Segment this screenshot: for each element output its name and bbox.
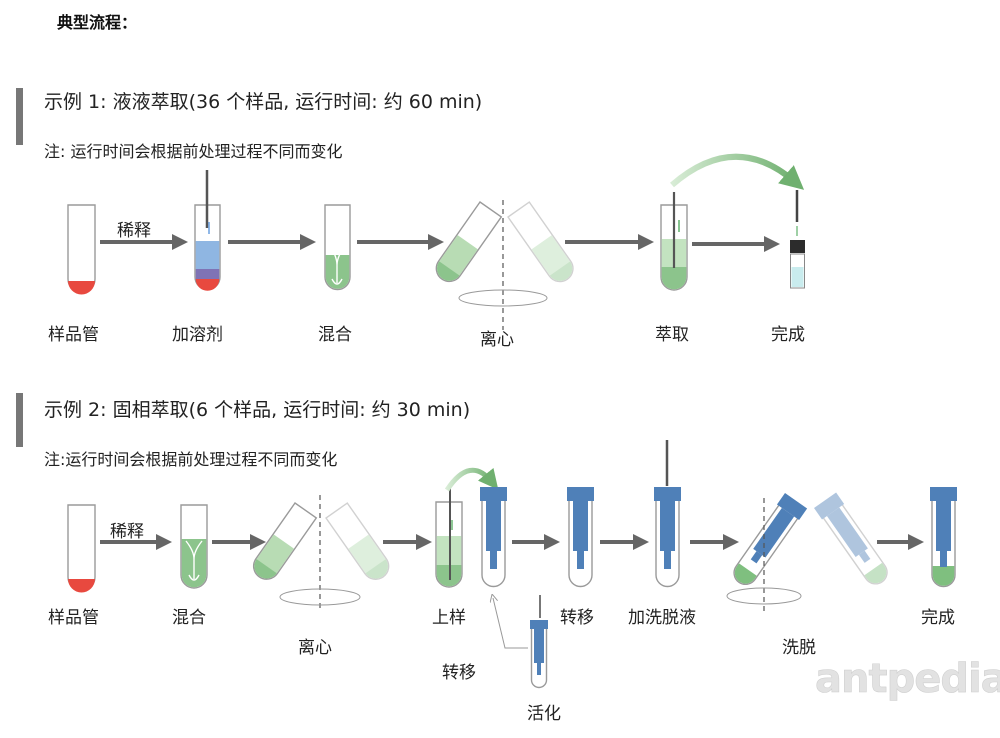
sub-step-label: 活化 <box>527 704 561 724</box>
section-bar <box>16 88 23 145</box>
step-label: 洗脱 <box>782 638 816 658</box>
arrow-label-dilute: 稀释 <box>110 522 144 542</box>
done-tube <box>930 487 957 588</box>
step-label: 混合 <box>318 325 352 345</box>
example2-note: 注:运行时间会根据前处理过程不同而变化 <box>44 450 337 469</box>
sample-tube <box>67 504 96 593</box>
elution-tube-right <box>814 492 888 585</box>
step-label: 萃取 <box>655 325 689 345</box>
example1-heading: 示例 1: 液液萃取(36 个样品, 运行时间: 约 60 min) <box>44 91 482 113</box>
spe-cartridge-tube <box>654 487 681 588</box>
sample-tube <box>67 204 96 295</box>
watermark-logo: antpedia <box>815 656 1000 702</box>
mix-tube <box>180 504 208 589</box>
solvent-tube <box>194 204 221 291</box>
swirl-icon <box>185 540 203 581</box>
centrifuge-tube-right <box>507 201 574 283</box>
swirl-icon <box>329 244 346 285</box>
step-label: 样品管 <box>48 325 99 345</box>
step-label: 离心 <box>480 330 514 350</box>
step-label: 离心 <box>298 638 332 658</box>
transfer-arc-arrow <box>670 153 805 190</box>
step-label: 完成 <box>771 325 805 345</box>
centrifuge-tube-right <box>325 502 390 580</box>
mix-tube <box>324 204 351 291</box>
spe-cartridge-tube <box>567 487 594 588</box>
step-label: 混合 <box>172 608 206 628</box>
result-vial <box>790 240 805 289</box>
section-bar <box>16 393 23 447</box>
rotation-icon <box>726 587 802 605</box>
elution-tube-left <box>733 493 808 586</box>
step-label: 完成 <box>921 608 955 628</box>
spe-cartridge-tube <box>480 487 507 588</box>
transfer-arrow <box>493 598 528 649</box>
step-label: 上样 <box>432 608 466 628</box>
centrifuge-tube-left <box>252 502 318 580</box>
step-label: 转移 <box>560 608 594 628</box>
step-label: 样品管 <box>48 608 99 628</box>
example2-heading: 示例 2: 固相萃取(6 个样品, 运行时间: 约 30 min) <box>44 399 470 421</box>
step-label: 加溶剂 <box>172 325 223 345</box>
sub-step-label: 转移 <box>442 663 476 683</box>
centrifuge-tube-left <box>435 201 503 283</box>
example1-note: 注: 运行时间会根据前处理过程不同而变化 <box>44 142 342 161</box>
rotation-icon <box>458 289 548 307</box>
page-title: 典型流程： <box>57 13 137 32</box>
arrow-label-dilute: 稀释 <box>117 221 151 241</box>
rotation-icon <box>279 588 361 606</box>
step-label: 加洗脱液 <box>628 608 696 628</box>
activation-tube <box>530 620 548 689</box>
transfer-arc-arrow <box>444 467 499 492</box>
